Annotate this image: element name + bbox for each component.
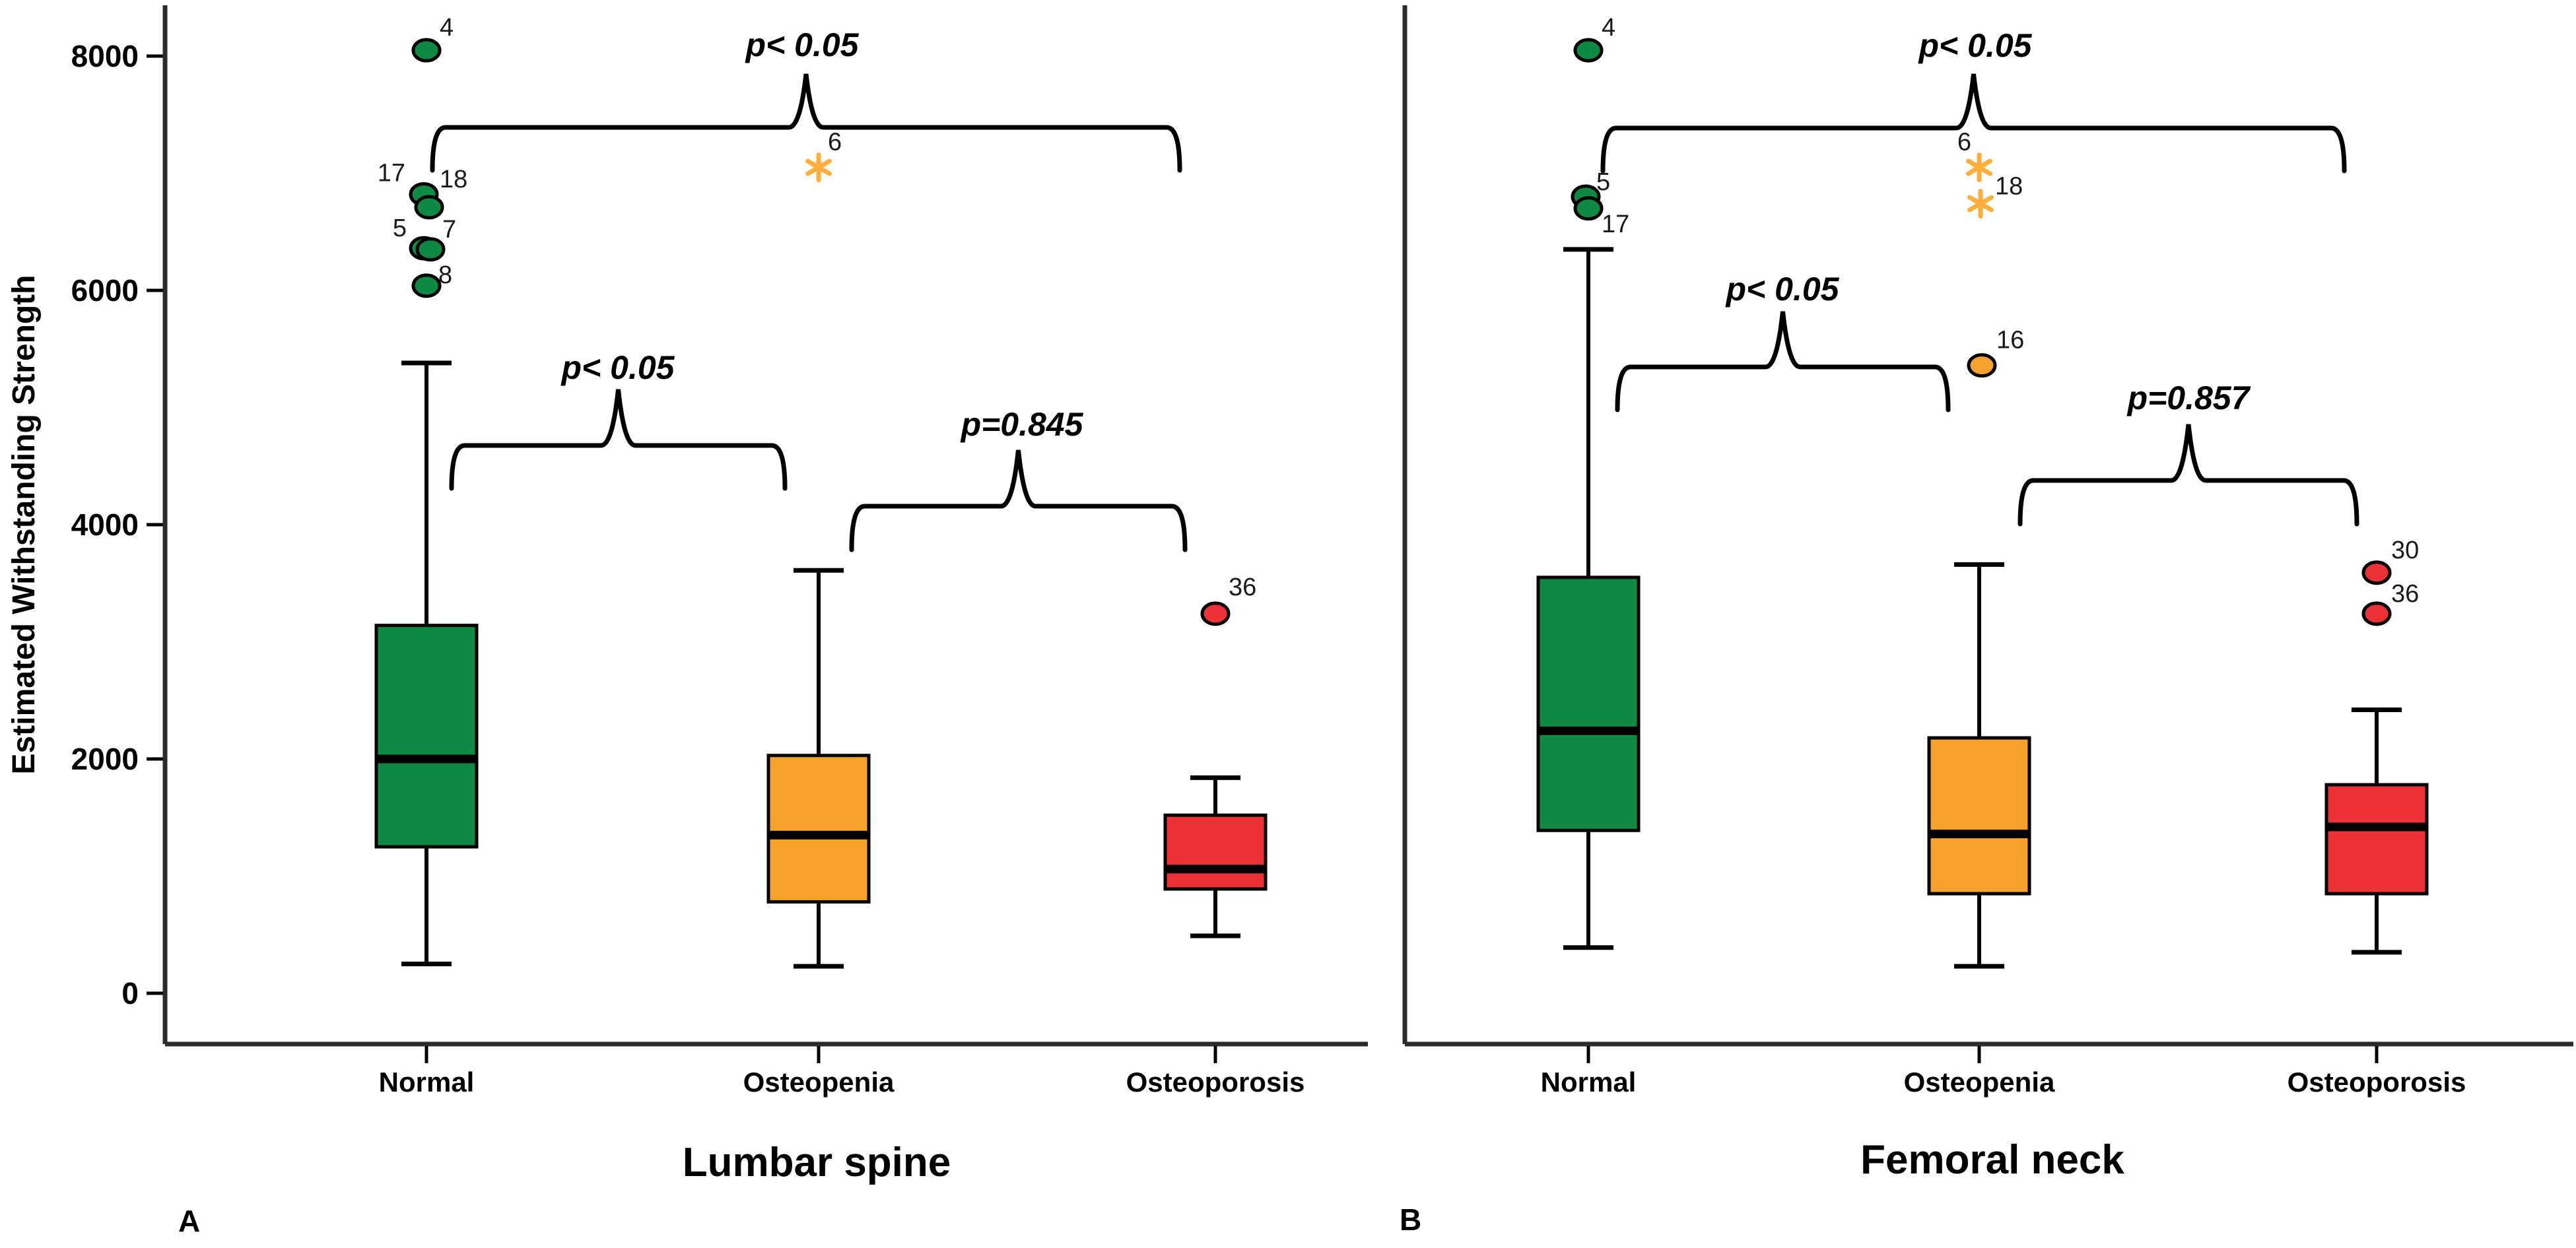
panel-a-letter: A (178, 1204, 200, 1238)
x-category-label: Normal (1541, 1067, 1637, 1098)
outlier-label: 36 (2391, 580, 2419, 608)
x-category-label: Osteopenia (743, 1067, 895, 1098)
p-value-label: p=0.845 (960, 406, 1084, 443)
outlier-label: 36 (1229, 574, 1256, 601)
x-category-label: Osteoporosis (1126, 1067, 1305, 1098)
significance-brace (449, 389, 788, 491)
extreme-star-marker (1967, 195, 1994, 213)
outlier-marker (1573, 38, 1604, 63)
extreme-star-marker (805, 158, 832, 176)
significance-brace (2017, 424, 2359, 527)
outlier-label: 17 (378, 159, 405, 187)
box-normal (374, 624, 479, 849)
outlier-label: 18 (1995, 173, 2023, 201)
significance-brace (849, 449, 1188, 552)
outlier-label: 5 (393, 214, 407, 242)
p-value-label: p< 0.05 (560, 349, 675, 386)
significance-brace (1600, 73, 2347, 174)
outlier-marker (1200, 601, 1231, 626)
y-axis-title: Estimated Withstanding Strength (7, 275, 42, 775)
outlier-label: 30 (2391, 537, 2419, 564)
y-tick-label: 0 (121, 976, 139, 1010)
panel-b-title: Femoral neck (1860, 1137, 2124, 1183)
outlier-label: 17 (1602, 211, 1629, 238)
outlier-label: 6 (828, 129, 842, 156)
box-osteopenia (1927, 736, 2031, 896)
significance-brace (1615, 311, 1951, 412)
x-category-label: Osteopenia (1904, 1067, 2055, 1098)
outlier-marker (2361, 601, 2392, 626)
box-osteopenia (766, 754, 871, 904)
outliers-layer: 4 17 18 5 7 8 6 36 4 5 17 6 18 16 30 36 (378, 14, 2419, 626)
outlier-marker (415, 237, 446, 262)
extreme-star-marker (1966, 158, 1992, 176)
outlier-label: 8 (438, 261, 452, 289)
outlier-marker (2361, 560, 2392, 585)
boxes-layer (374, 247, 2429, 969)
outlier-label: 18 (440, 166, 467, 193)
outlier-label: 4 (440, 14, 454, 42)
y-tick-label: 2000 (71, 742, 139, 776)
panel-a-title: Lumbar spine (683, 1140, 951, 1185)
outlier-label: 6 (1957, 129, 1971, 156)
outlier-label: 5 (1596, 168, 1610, 196)
annotation-layer: p< 0.05 p< 0.05 p=0.845 p< 0.05 p< 0.05 p=0.8… (430, 26, 2359, 552)
outlier-marker (1573, 196, 1604, 221)
outlier-label: 7 (442, 216, 456, 244)
p-value-label: p< 0.05 (745, 26, 860, 63)
p-value-label: p< 0.05 (1725, 271, 1840, 308)
outlier-marker (411, 273, 442, 298)
outlier-marker (1967, 353, 1997, 378)
x-category-label: Normal (379, 1067, 475, 1098)
box-osteoporosis (1163, 813, 1268, 891)
panel-b-letter: B (1400, 1202, 1421, 1237)
p-value-label: p=0.857 (2126, 379, 2251, 416)
y-tick-label: 4000 (71, 508, 139, 542)
outlier-marker (411, 38, 442, 63)
outlier-label: 16 (1996, 327, 2024, 354)
x-category-label: Osteoporosis (2288, 1067, 2466, 1098)
outlier-marker (414, 195, 444, 220)
p-value-label: p< 0.05 (1918, 27, 2033, 64)
box-osteoporosis (2324, 783, 2429, 896)
outlier-label: 4 (1602, 14, 1615, 42)
y-tick-label: 6000 (71, 273, 139, 308)
y-tick-label: 8000 (71, 39, 139, 73)
box-normal (1536, 575, 1641, 832)
significance-brace (430, 73, 1182, 173)
